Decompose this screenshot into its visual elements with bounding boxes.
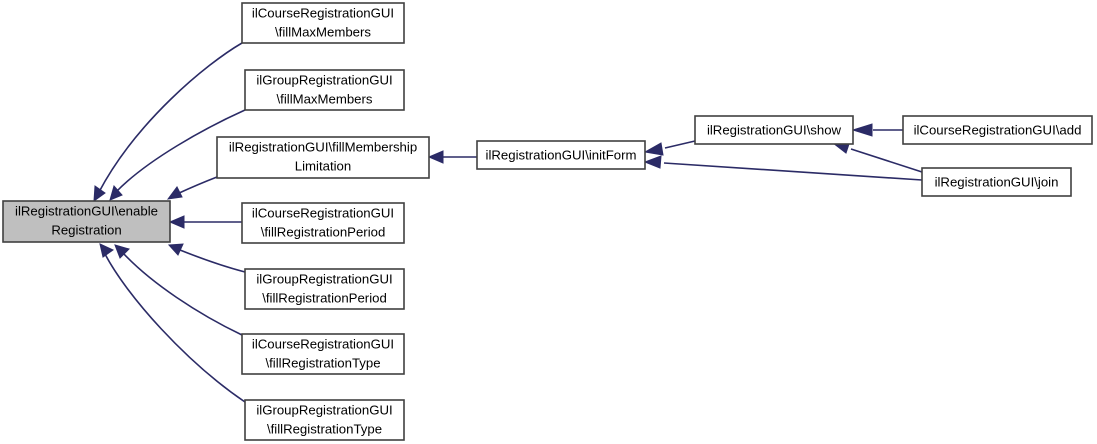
node-label-groupfillmaxmembers-line2: \fillMaxMembers (277, 91, 373, 106)
node-label-coursefillmaxmembers-line1: ilCourseRegistrationGUI (252, 5, 394, 20)
node-add[interactable]: ilCourseRegistrationGUI\add (902, 115, 1093, 145)
node-box-coursefillregistrationtype[interactable] (241, 333, 405, 375)
node-label-groupfillmaxmembers-line1: ilGroupRegistrationGUI (256, 72, 392, 87)
node-box-add[interactable] (902, 115, 1093, 145)
node-box-groupfillregistrationtype[interactable] (244, 399, 405, 441)
arrowhead-groupfillmaxmembers (109, 184, 123, 201)
node-initform[interactable]: ilRegistrationGUI\initForm (476, 140, 646, 170)
node-fillmembershiplimitation[interactable]: ilRegistrationGUI\fillMembership Limitat… (216, 136, 430, 179)
node-coursefillregistrationperiod[interactable]: ilCourseRegistrationGUI \fillRegistratio… (241, 202, 405, 244)
node-label-coursefillregistrationtype-line1: ilCourseRegistrationGUI (252, 336, 394, 351)
arrowhead-fillmembershiplimitation (166, 186, 183, 200)
node-box-initform[interactable] (476, 140, 646, 170)
edge-coursefillmaxmembers-to-enableregistration (98, 42, 243, 193)
node-label-groupfillregistrationtype-line2: \fillRegistrationType (267, 421, 382, 436)
node-label-initform: ilRegistrationGUI\initForm (486, 147, 637, 162)
node-label-coursefillregistrationperiod-line1: ilCourseRegistrationGUI (252, 205, 394, 220)
node-label-coursefillregistrationtype-line2: \fillRegistrationType (265, 355, 380, 370)
node-label-coursefillmaxmembers-line2: \fillMaxMembers (275, 24, 371, 39)
node-label-groupfillregistrationperiod-line1: ilGroupRegistrationGUI (256, 271, 392, 286)
edge-groupfillregistrationtype-to-enableregistration (104, 253, 246, 403)
arrowhead-coursefillmaxmembers (93, 185, 106, 203)
arrowhead-coursefillregistrationtype (114, 244, 130, 259)
edge-layer (93, 42, 923, 403)
arrowhead-initform-to-fillmembershiplimitation (427, 150, 444, 164)
edge-coursefillregistrationtype-to-enableregistration (122, 252, 243, 336)
edge-join-to-initform (663, 162, 923, 181)
arrowhead-join-to-initform (643, 155, 662, 169)
edge-fillmembershiplimitation-to-enableregistration (176, 176, 218, 195)
node-label-enableregistration-line1: ilRegistrationGUI\enable (15, 203, 158, 218)
edge-join-to-show (850, 148, 923, 173)
node-groupfillregistrationperiod[interactable]: ilGroupRegistrationGUI \fillRegistration… (244, 268, 405, 310)
arrowhead-add-to-show (851, 123, 873, 137)
node-coursefillmaxmembers[interactable]: ilCourseRegistrationGUI \fillMaxMembers (241, 2, 405, 44)
arrowhead-groupfillregistrationperiod (167, 243, 184, 256)
node-box-groupfillregistrationperiod[interactable] (244, 268, 405, 310)
node-label-add: ilCourseRegistrationGUI\add (914, 122, 1082, 137)
node-join[interactable]: ilRegistrationGUI\join (921, 167, 1072, 197)
arrowhead-groupfillregistrationtype (99, 243, 114, 258)
node-label-join: ilRegistrationGUI\join (935, 174, 1059, 189)
node-show[interactable]: ilRegistrationGUI\show (694, 115, 854, 145)
edge-groupfillmaxmembers-to-enableregistration (115, 109, 246, 193)
node-box-join[interactable] (921, 167, 1072, 197)
node-label-fillmembershiplimitation-line1: ilRegistrationGUI\fillMembership (229, 139, 417, 154)
node-box-show[interactable] (694, 115, 854, 145)
node-enableregistration[interactable]: ilRegistrationGUI\enable Registration (2, 200, 171, 243)
node-label-show: ilRegistrationGUI\show (707, 122, 842, 137)
node-box-enableregistration[interactable] (2, 200, 171, 243)
node-label-groupfillregistrationtype-line1: ilGroupRegistrationGUI (256, 402, 392, 417)
node-groupfillmaxmembers[interactable]: ilGroupRegistrationGUI \fillMaxMembers (244, 69, 405, 111)
node-box-coursefillmaxmembers[interactable] (241, 2, 405, 44)
node-label-coursefillregistrationperiod-line2: \fillRegistrationPeriod (261, 224, 386, 239)
node-groupfillregistrationtype[interactable]: ilGroupRegistrationGUI \fillRegistration… (244, 399, 405, 441)
edge-show-to-initform (664, 140, 696, 149)
node-box-coursefillregistrationperiod[interactable] (241, 202, 405, 244)
node-box-groupfillmaxmembers[interactable] (244, 69, 405, 111)
node-label-enableregistration-line2: Registration (51, 222, 121, 237)
node-coursefillregistrationtype[interactable]: ilCourseRegistrationGUI \fillRegistratio… (241, 333, 405, 375)
arrowhead-show-to-initform (643, 142, 664, 156)
node-label-groupfillregistrationperiod-line2: \fillRegistrationPeriod (262, 290, 387, 305)
arrowhead-coursefillregistrationperiod (168, 215, 185, 229)
edge-groupfillregistrationperiod-to-enableregistration (179, 249, 246, 273)
node-box-fillmembershiplimitation[interactable] (216, 136, 430, 179)
node-label-fillmembershiplimitation-line2: Limitation (295, 158, 351, 173)
